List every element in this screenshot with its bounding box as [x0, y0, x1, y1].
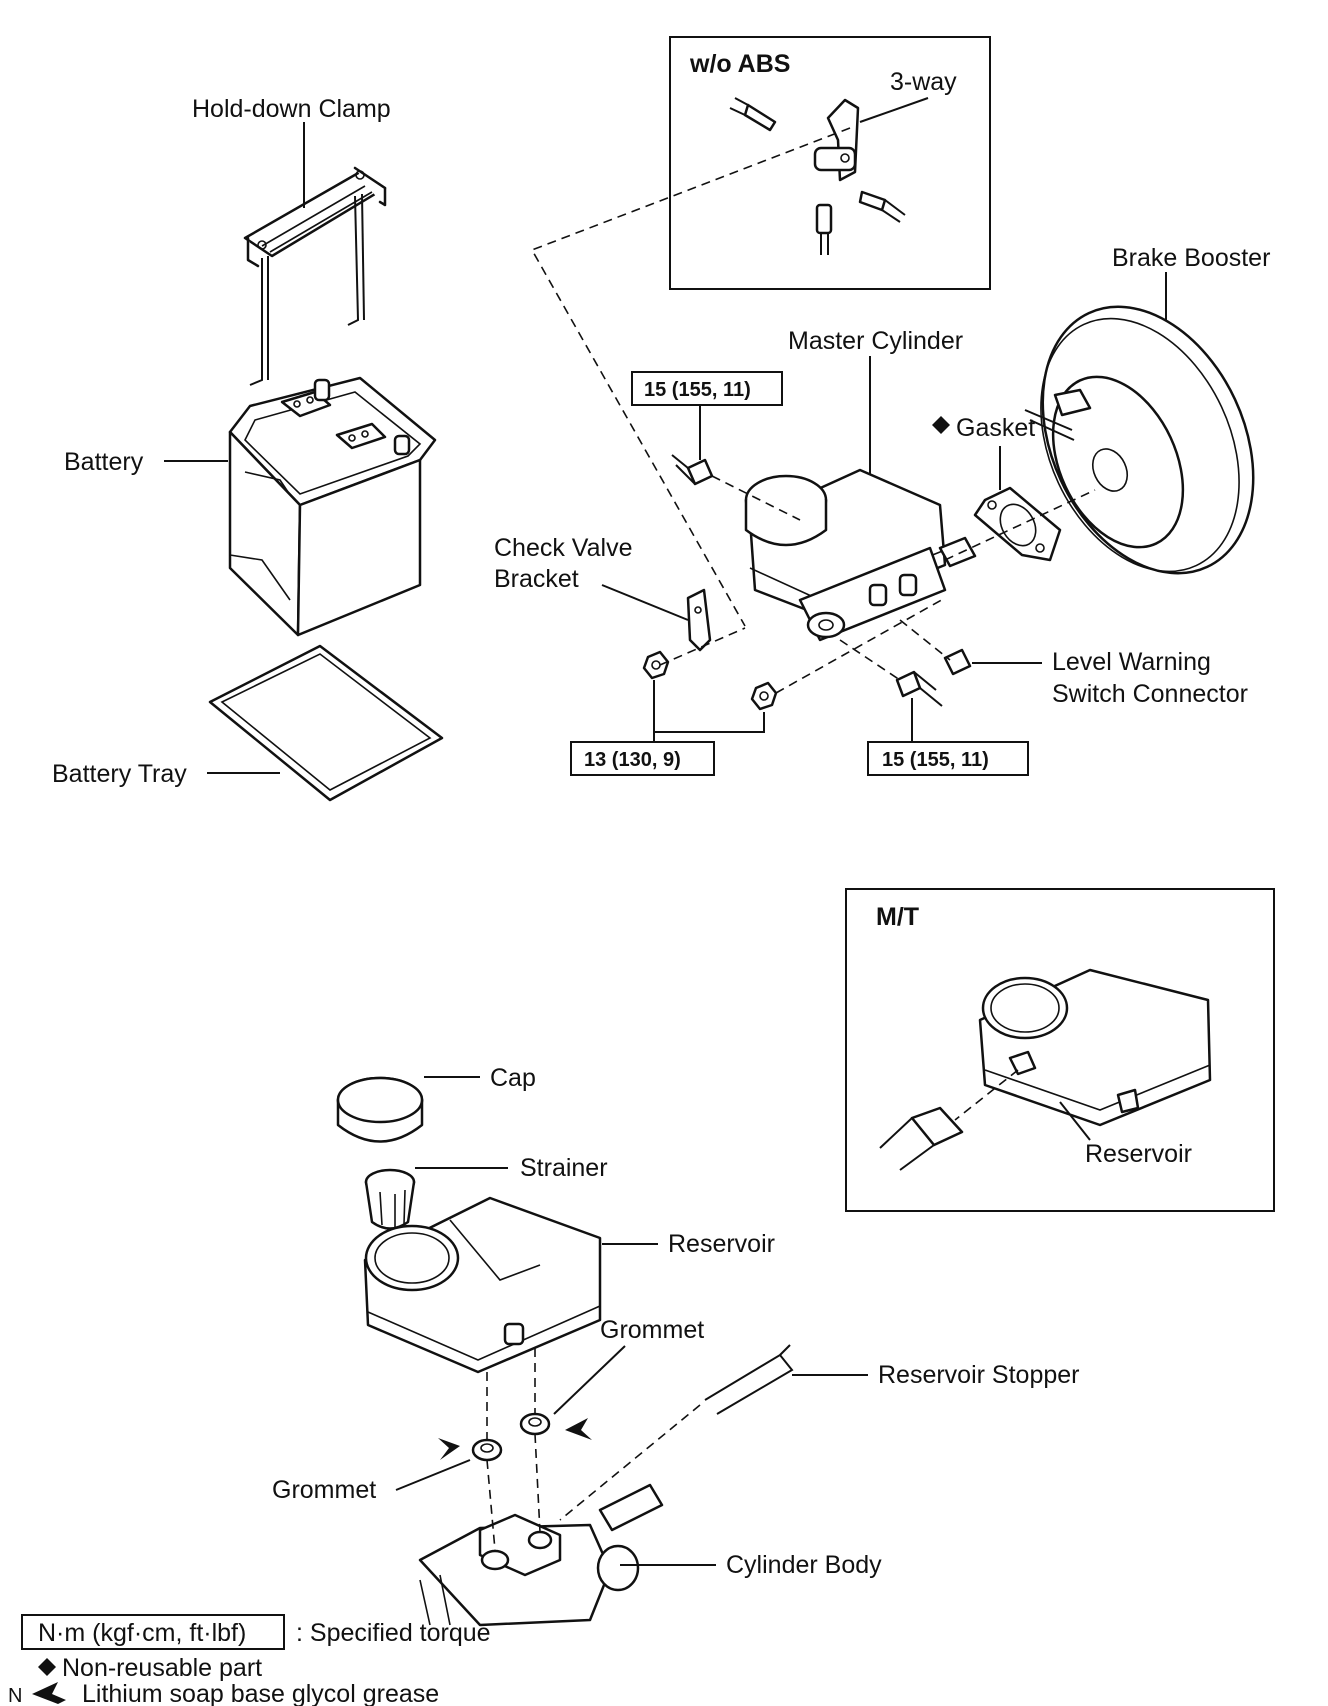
reservoir-drawing: [363, 1196, 602, 1374]
torque-box-1: [631, 371, 783, 406]
mt-reservoir-drawing: [879, 968, 1212, 1171]
torque-box-3: [867, 741, 1029, 776]
torque-value-1: 15 (155, 11): [644, 379, 751, 401]
legend-grease-icon: [32, 1682, 66, 1704]
check-valve-bracket-leader: [601, 584, 689, 621]
strainer-drawing: [364, 1168, 416, 1230]
check-valve-bracket-label-line2: Bracket: [494, 565, 579, 593]
cap-label: Cap: [490, 1064, 536, 1092]
torque-value-2: 13 (130, 9): [584, 749, 681, 771]
three-way-leader: [859, 97, 929, 123]
torque-2-leader: [653, 680, 765, 733]
grease-arrow-upper: [565, 1418, 592, 1440]
grommet-upper-label: Grommet: [600, 1316, 704, 1344]
hold-down-clamp-label: Hold-down Clamp: [192, 95, 391, 123]
battery-drawing: [228, 376, 437, 637]
upper-assembly-dashed-lines: [530, 127, 1096, 694]
gasket-drawing: [973, 486, 1062, 562]
grease-arrow-lower: [438, 1438, 460, 1460]
battery-tray-drawing: [208, 644, 444, 802]
reservoir-stopper-label: Reservoir Stopper: [878, 1361, 1079, 1389]
legend-non-reusable-icon: [38, 1658, 56, 1676]
cylinder-body-label: Cylinder Body: [726, 1551, 882, 1579]
corner-mark: N: [8, 1685, 22, 1706]
grommet-lower-drawing: [471, 1438, 503, 1462]
legend-torque-box: [21, 1614, 285, 1650]
cap-drawing: [336, 1076, 424, 1143]
gasket-label: Gasket: [956, 414, 1035, 442]
check-valve-bracket-drawing: [686, 588, 712, 652]
master-cylinder-drawing: [744, 468, 977, 642]
level-warning-label-line2: Switch Connector: [1052, 680, 1248, 708]
torque-value-3: 15 (155, 11): [882, 749, 989, 771]
lower-assembly-dashed-lines: [486, 1348, 701, 1551]
reservoir-stopper-drawing: [704, 1344, 794, 1415]
legend-torque-unit: N·m (kgf·cm, ft·lbf): [38, 1619, 246, 1647]
bottom-check-valve-drawing: [895, 670, 943, 707]
mt-dashed-line: [954, 1069, 1019, 1121]
mt-title: M/T: [876, 903, 919, 931]
mt-reservoir-leader: [1059, 1101, 1091, 1141]
strainer-label: Strainer: [520, 1154, 608, 1182]
legend-non-reusable: Non-reusable part: [62, 1654, 262, 1682]
three-way-label: 3-way: [890, 68, 957, 96]
wo-abs-title: w/o ABS: [689, 50, 790, 78]
cylinder-body-drawing: [418, 1483, 664, 1627]
battery-tray-label: Battery Tray: [52, 760, 187, 788]
brake-booster-drawing: [1024, 305, 1255, 575]
reservoir-label: Reservoir: [668, 1230, 775, 1258]
nut-left-drawing: [642, 650, 670, 680]
mt-reservoir-label: Reservoir: [1085, 1140, 1192, 1168]
brake-booster-label: Brake Booster: [1112, 244, 1270, 272]
legend-grease: Lithium soap base glycol grease: [82, 1680, 439, 1706]
master-cylinder-label: Master Cylinder: [788, 327, 963, 355]
check-valve-screw-drawing: [671, 454, 714, 486]
nut-right-drawing: [750, 681, 778, 711]
hold-down-clamp-drawing: [243, 166, 387, 386]
level-warning-label-line1: Level Warning: [1052, 648, 1211, 676]
three-way-fitting-drawing: [729, 97, 906, 255]
level-warning-connector-drawing: [943, 648, 972, 676]
grommet-upper-drawing: [519, 1412, 551, 1436]
gasket-non-reusable-mark: [932, 416, 950, 434]
legend-torque-desc: : Specified torque: [296, 1619, 491, 1647]
grommet-upper-leader: [553, 1345, 626, 1415]
torque-box-2: [570, 741, 715, 776]
grommet-lower-label: Grommet: [272, 1476, 376, 1504]
grommet-lower-leader: [395, 1459, 471, 1491]
battery-label: Battery: [64, 448, 144, 476]
check-valve-bracket-label-line1: Check Valve: [494, 534, 633, 562]
